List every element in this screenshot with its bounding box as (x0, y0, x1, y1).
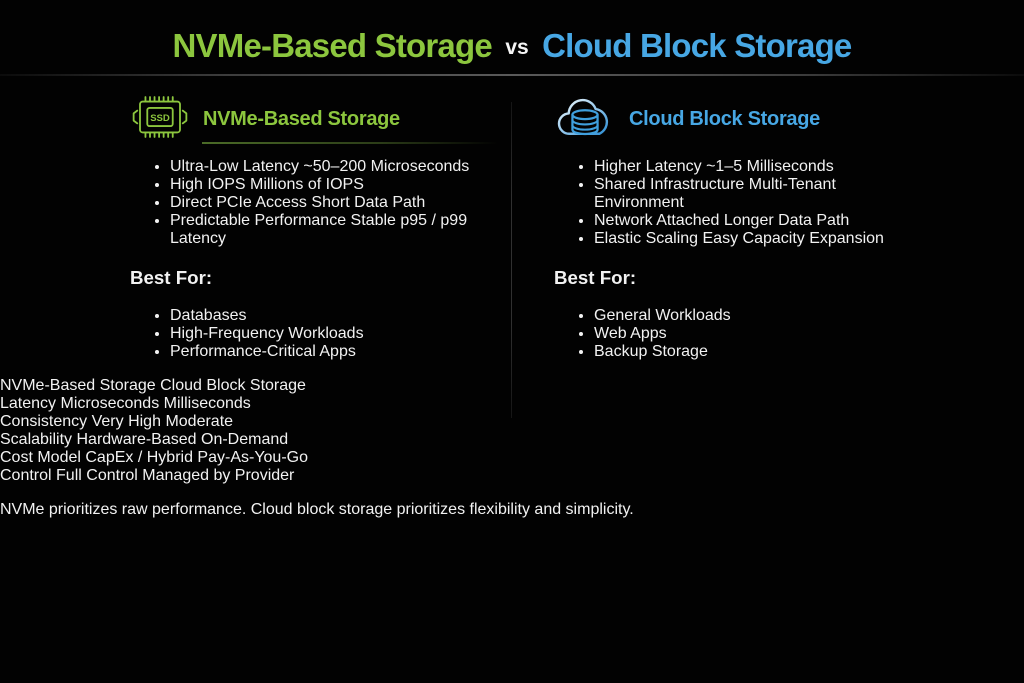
feature-label: High IOPS (170, 176, 246, 193)
comparison-table: NVMe-Based Storage Cloud Block Storage L… (0, 377, 1024, 485)
best-for-item-label: General Workloads (594, 307, 731, 325)
cloud-panel: Cloud Block Storage Higher Latency ~1–5 … (554, 96, 904, 377)
nvme-panel-title: NVMe-Based Storage (203, 107, 400, 130)
list-item: High-Frequency Workloads (170, 325, 498, 343)
page-title: NVMe-Based Storage vs Cloud Block Storag… (0, 0, 1024, 65)
feature-label: Elastic Scaling (594, 230, 699, 247)
feature-item: Elastic Scaling Easy Capacity Expansion (594, 230, 904, 248)
row-label: Control (0, 467, 52, 485)
best-for-item-label: Web Apps (594, 325, 667, 343)
feature-detail: ~50–200 Microseconds (303, 158, 470, 175)
comparison-columns: SSD NVMe-Based Storage Ultra-Low Latency… (130, 94, 904, 418)
row-cloud-value: Moderate (165, 413, 234, 431)
ssd-icon-label: SSD (150, 113, 170, 124)
table-header-cloud: Cloud Block Storage (160, 377, 306, 395)
feature-detail: Short Data Path (311, 194, 426, 211)
nvme-panel-header: SSD NVMe-Based Storage (130, 94, 498, 145)
feature-detail: Stable p95 / p99 Latency (170, 212, 468, 247)
footer: NVMe prioritizes raw performance. Cloud … (0, 501, 1024, 519)
best-for-item-label: Databases (170, 307, 247, 325)
best-for-item-label: High-Frequency Workloads (170, 325, 364, 343)
feature-detail: ~1–5 Milliseconds (706, 158, 834, 175)
list-item: Backup Storage (594, 343, 904, 361)
row-cloud-value: Pay-As-You-Go (197, 449, 308, 467)
title-nvme: NVMe-Based Storage (172, 27, 493, 64)
best-for-heading: Best For: (130, 266, 213, 288)
nvme-best-for: Best For: Databases High-Frequency Workl… (130, 267, 498, 362)
table-row: Scalability Hardware-Based On-Demand (0, 431, 1024, 449)
feature-item: Network Attached Longer Data Path (594, 212, 904, 230)
row-label: Latency (0, 395, 57, 413)
best-for-item-label: Backup Storage (594, 343, 708, 361)
feature-detail: Longer Data Path (723, 212, 850, 229)
cloud-panel-title: Cloud Block Storage (629, 107, 820, 130)
list-item: Databases (170, 307, 498, 325)
feature-label: Higher Latency (594, 158, 702, 175)
cloud-best-for: Best For: General Workloads Web Apps Bac… (554, 267, 904, 362)
row-nvme-value: Full Control (56, 467, 138, 485)
feature-item: High IOPS Millions of IOPS (170, 176, 498, 194)
cloud-heading-underline (626, 142, 904, 144)
list-item: General Workloads (594, 307, 904, 325)
title-cloud: Cloud Block Storage (542, 27, 852, 64)
footer-summary-text: NVMe prioritizes raw performance. Cloud … (0, 501, 634, 519)
row-nvme-value: Hardware-Based (76, 431, 197, 449)
feature-item: Predictable Performance Stable p95 / p99… (170, 212, 498, 248)
cloud-database-icon (554, 90, 616, 149)
table-header-row: NVMe-Based Storage Cloud Block Storage (0, 377, 1024, 395)
row-nvme-value: Microseconds (60, 395, 160, 413)
feature-label: Shared Infrastructure (594, 176, 745, 193)
table-row: Latency Microseconds Milliseconds (0, 395, 1024, 413)
title-vs: vs (505, 36, 529, 59)
best-for-item-label: Performance-Critical Apps (170, 343, 356, 361)
feature-detail: Easy Capacity Expansion (702, 230, 884, 247)
feature-detail: Multi-Tenant Environment (594, 176, 836, 211)
best-for-list: Databases High-Frequency Workloads Perfo… (130, 307, 498, 361)
feature-detail: Millions of IOPS (250, 176, 364, 193)
feature-label: Ultra-Low Latency (170, 158, 299, 175)
row-cloud-value: On-Demand (201, 431, 289, 449)
table-row: Control Full Control Managed by Provider (0, 467, 1024, 485)
best-for-list: General Workloads Web Apps Backup Storag… (554, 307, 904, 361)
row-label: Consistency (0, 413, 88, 431)
nvme-panel: SSD NVMe-Based Storage Ultra-Low Latency… (130, 94, 498, 377)
feature-label: Direct PCIe Access (170, 194, 307, 211)
table-header-nvme: NVMe-Based Storage (0, 377, 156, 395)
row-label: Cost Model (0, 449, 81, 467)
list-item: Web Apps (594, 325, 904, 343)
feature-item: Ultra-Low Latency ~50–200 Microseconds (170, 158, 498, 176)
row-nvme-value: CapEx / Hybrid (85, 449, 193, 467)
nvme-heading-underline (202, 142, 498, 144)
title-divider (0, 74, 1024, 76)
ssd-chip-icon: SSD (130, 94, 190, 145)
table-body: Latency Microseconds Milliseconds Consis… (0, 395, 1024, 485)
cloud-panel-header: Cloud Block Storage (554, 96, 904, 142)
feature-item: Higher Latency ~1–5 Milliseconds (594, 158, 904, 176)
best-for-heading: Best For: (554, 266, 637, 288)
table-row: Cost Model CapEx / Hybrid Pay-As-You-Go (0, 449, 1024, 467)
table-row: Consistency Very High Moderate (0, 413, 1024, 431)
cloud-feature-list: Higher Latency ~1–5 Milliseconds Shared … (554, 158, 904, 248)
list-item: Performance-Critical Apps (170, 343, 498, 361)
row-cloud-value: Milliseconds (163, 395, 251, 413)
feature-item: Direct PCIe Access Short Data Path (170, 194, 498, 212)
feature-label: Network Attached (594, 212, 720, 229)
nvme-feature-list: Ultra-Low Latency ~50–200 Microseconds H… (130, 158, 498, 248)
row-nvme-value: Very High (91, 413, 161, 431)
row-cloud-value: Managed by Provider (142, 467, 295, 485)
center-divider (511, 102, 512, 418)
feature-label: Predictable Performance (170, 212, 347, 229)
feature-item: Shared Infrastructure Multi-Tenant Envir… (594, 176, 904, 212)
row-label: Scalability (0, 431, 73, 449)
